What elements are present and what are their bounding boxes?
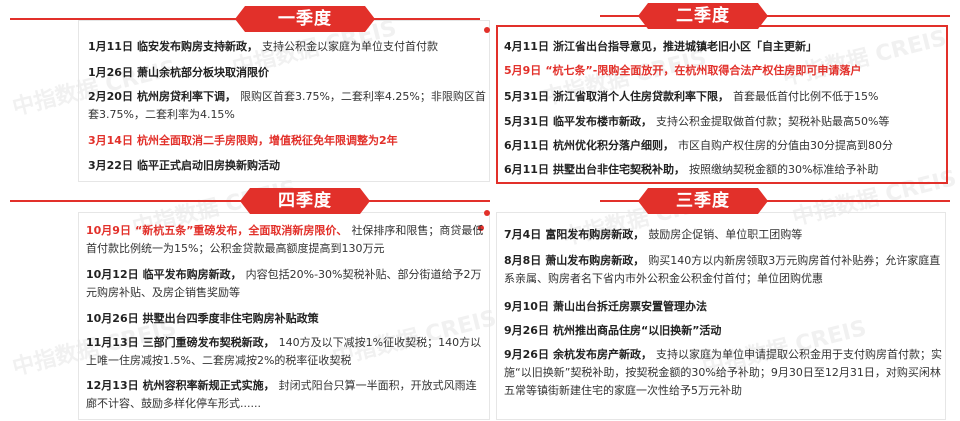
item-desc: 购买140方以内新房领取3万元购房首付补贴券；允许家庭直系亲属、购房者名下省内市… (504, 254, 941, 285)
q2-item: 5月31日临平发布楼市新政，支持公积金提取做首付款；契税补贴最高50%等 (504, 113, 942, 131)
item-desc: 社保排序和限售；商贷最低首付款比例统一为15%；公积金贷款最高额度提高到130万… (86, 224, 484, 255)
item-desc: 内容包括20%-30%契税补贴、部分街道给予2万元购房补贴、及房企销售奖励等 (86, 268, 482, 299)
q1-item: 3月22日临平正式启动旧房换新购活动 (88, 157, 488, 175)
item-desc: 首套最低首付比例不低于15% (732, 90, 879, 103)
q3-item: 8月8日萧山发布购房新政，购买140方以内新房领取3万元购房首付补贴券；允许家庭… (504, 252, 942, 288)
item-title: 三部门重磅发布契税新政， (142, 336, 275, 349)
item-title: 拱墅出台四季度非住宅购房补贴政策 (142, 312, 319, 325)
item-title: 杭州推出商品住房“以旧换新”活动 (552, 324, 722, 337)
item-date: 3月22日 (88, 159, 133, 172)
q2-item: 5月31日浙江省取消个人住房贷款利率下限，首套最低首付比例不低于15% (504, 88, 942, 106)
item-desc: 支持以家庭为单位申请提取公积金用于支付购房首付款；实施“以旧换新”契税补助，按契… (504, 348, 942, 397)
item-desc: 按照缴纳契税金额的30%标准给予补助 (688, 163, 879, 176)
q3-header: 三季度 (638, 188, 768, 214)
item-date: 5月9日 (504, 64, 542, 77)
item-title: 萧山出台拆迁房票安置管理办法 (552, 300, 707, 313)
item-title: 临平发布购房新政， (142, 268, 242, 281)
item-title: 临平正式启动旧房换新购活动 (136, 159, 280, 172)
item-date: 6月11日 (504, 163, 549, 176)
item-date: 5月31日 (504, 115, 549, 128)
item-date: 11月13日 (86, 336, 139, 349)
q2-item: 4月11日浙江省出台指导意见，推进城镇老旧小区「自主更新」 (504, 38, 942, 56)
item-date: 10月9日 (86, 224, 131, 237)
q4-corner-dot (478, 225, 484, 231)
item-title: 萧山余杭部分板块取消限价 (136, 66, 269, 79)
q3-header-line (600, 200, 950, 202)
item-date: 1月11日 (88, 40, 133, 53)
item-title: 浙江省出台指导意见，推进城镇老旧小区「自主更新」 (552, 40, 817, 53)
item-title: 临平发布楼市新政， (552, 115, 652, 128)
q2-item: 6月11日杭州优化积分落户细则，市区自购产权住房的分值由30分提高到80分 (504, 137, 942, 155)
item-desc: 封闭式阳台只算一半面积，开放式风雨连廊不计容、鼓励多样化停车形式...... (86, 379, 477, 410)
item-title: 拱墅出台非住宅契税补助， (552, 163, 685, 176)
q1-item-highlight: 3月14日杭州全面取消二手房限购，增值税征免年限调整为2年 (88, 132, 488, 150)
item-date: 12月13日 (86, 379, 139, 392)
item-date: 5月31日 (504, 90, 549, 103)
item-date: 2月20日 (88, 90, 133, 103)
item-date: 7月4日 (504, 228, 542, 241)
item-title: 富阳发布购房新政， (545, 228, 645, 241)
item-title: 临安发布购房支持新政， (136, 40, 258, 53)
q3-item: 9月10日萧山出台拆迁房票安置管理办法 (504, 298, 942, 316)
q2-header-line (600, 15, 950, 17)
item-title: 余杭发布房产新政， (552, 348, 652, 361)
item-desc: 支持公积金提取做首付款；契税补贴最高50%等 (655, 115, 890, 128)
item-date: 3月14日 (88, 134, 133, 147)
item-date: 6月11日 (504, 139, 549, 152)
item-title: “杭七条”-限购全面放开，在杭州取得合法产权住房即可申请落户 (545, 64, 862, 77)
item-date: 8月8日 (504, 254, 542, 267)
item-desc: 140方及以下减按1%征收契税；140方以上唯一住房减按1.5%、二套房减按2%… (86, 336, 482, 367)
q4-header: 四季度 (240, 188, 370, 214)
q2-item: 6月11日拱墅出台非住宅契税补助，按照缴纳契税金额的30%标准给予补助 (504, 161, 942, 179)
item-title: 杭州房贷利率下调， (136, 90, 236, 103)
item-desc: 市区自购产权住房的分值由30分提高到80分 (677, 139, 893, 152)
item-title: 萧山发布购房新政， (545, 254, 645, 267)
q1-item: 1月26日萧山余杭部分板块取消限价 (88, 64, 488, 82)
q4-item: 12月13日杭州容积率新规正式实施，封闭式阳台只算一半面积，开放式风雨连廊不计容… (86, 377, 486, 413)
item-desc: 限购区首套3.75%，二套利率4.25%；非限购区首套3.75%，二套利率为4.… (88, 90, 486, 121)
item-date: 10月26日 (86, 312, 139, 325)
item-date: 9月10日 (504, 300, 549, 313)
item-desc: 鼓励房企促销、单位职工团购等 (648, 228, 803, 241)
q3-item: 9月26日杭州推出商品住房“以旧换新”活动 (504, 322, 942, 340)
q3-item: 7月4日富阳发布购房新政，鼓励房企促销、单位职工团购等 (504, 226, 942, 244)
item-date: 9月26日 (504, 324, 549, 337)
q4-item: 11月13日三部门重磅发布契税新政，140方及以下减按1%征收契税；140方以上… (86, 334, 486, 370)
item-date: 9月26日 (504, 348, 549, 361)
item-title: “新杭五条”重磅发布，全面取消新房限价、 (134, 224, 348, 237)
q3-corner-dot (484, 210, 490, 216)
item-date: 1月26日 (88, 66, 133, 79)
q2-header: 二季度 (638, 3, 768, 29)
q4-item-highlight: 10月9日“新杭五条”重磅发布，全面取消新房限价、社保排序和限售；商贷最低首付款… (86, 222, 486, 258)
q2-corner-dot (484, 27, 490, 33)
item-desc: 支持公积金以家庭为单位支付首付款 (261, 40, 438, 53)
q1-item: 2月20日杭州房贷利率下调，限购区首套3.75%，二套利率4.25%；非限购区首… (88, 88, 488, 124)
q2-item-highlight: 5月9日“杭七条”-限购全面放开，在杭州取得合法产权住房即可申请落户 (504, 62, 942, 80)
q4-item: 10月26日拱墅出台四季度非住宅购房补贴政策 (86, 310, 486, 328)
item-date: 4月11日 (504, 40, 549, 53)
item-title: 杭州优化积分落户细则， (552, 139, 674, 152)
item-title: 杭州全面取消二手房限购，增值税征免年限调整为2年 (136, 134, 398, 147)
item-title: 杭州容积率新规正式实施， (142, 379, 275, 392)
item-title: 浙江省取消个人住房贷款利率下限， (552, 90, 729, 103)
item-date: 10月12日 (86, 268, 139, 281)
q1-item: 1月11日临安发布购房支持新政，支持公积金以家庭为单位支付首付款 (88, 38, 488, 56)
q3-item: 9月26日余杭发布房产新政，支持以家庭为单位申请提取公积金用于支付购房首付款；实… (504, 346, 942, 400)
q1-header: 一季度 (235, 6, 375, 32)
q4-item: 10月12日临平发布购房新政，内容包括20%-30%契税补贴、部分街道给予2万元… (86, 266, 486, 302)
